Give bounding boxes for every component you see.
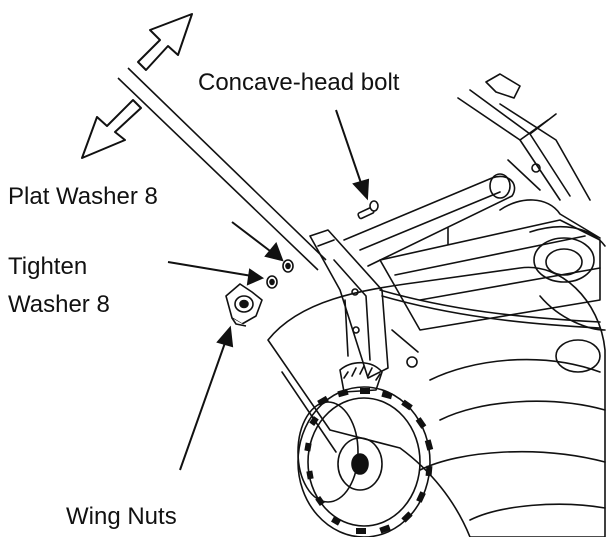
tighten-washer-part (266, 275, 278, 289)
callout-arrow-icon (167, 109, 370, 471)
label-tighten-line1: Tighten (8, 253, 87, 280)
label-plat-washer: Plat Washer 8 (8, 183, 158, 210)
up-right-arrow-icon (137, 13, 193, 71)
label-concave-head-bolt: Concave-head bolt (198, 69, 400, 96)
label-tighten-line2: Washer 8 (8, 291, 110, 318)
mower-body (267, 73, 606, 537)
handle-tube (117, 67, 327, 271)
label-wing-nuts: Wing Nuts (66, 503, 177, 530)
double-arrow-icon (81, 13, 193, 159)
concave-head-bolt-part (357, 200, 379, 220)
wheel-tread (304, 388, 434, 534)
tighten-washer-callout-arrow (167, 261, 253, 277)
plat-washer-part (282, 259, 294, 273)
plat-washer-callout-arrow (231, 221, 275, 255)
down-left-arrow-icon (81, 99, 142, 159)
bolt-callout-arrow (335, 109, 363, 187)
wing-nut-part (225, 283, 263, 327)
wing-nuts-callout-arrow (179, 339, 227, 471)
